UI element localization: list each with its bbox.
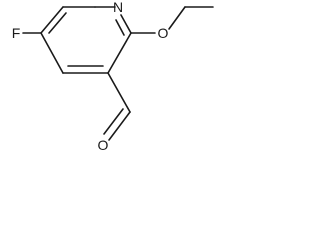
bond-ring-n-c2 bbox=[120, 14, 132, 34]
chemical-structure-diagram: N F O O bbox=[12, 0, 214, 153]
atom-label-aldehyde-oxygen: O bbox=[98, 137, 109, 153]
bond-ring-c5-c6-inner bbox=[48, 12, 67, 34]
bond-ring-n-c2-inner bbox=[115, 19, 125, 36]
atom-label-ether-oxygen: O bbox=[158, 25, 169, 41]
atom-label-fluorine: F bbox=[12, 25, 21, 41]
bond-ether-oxygen-ch2 bbox=[168, 6, 186, 30]
bond-ring-c5-c6 bbox=[40, 6, 64, 34]
bond-carbonyl-oxygen bbox=[108, 111, 131, 141]
bond-carbonyl-oxygen-inner bbox=[103, 108, 124, 135]
bond-ring-c4-c5 bbox=[40, 32, 64, 74]
atom-label-nitrogen: N bbox=[113, 0, 123, 15]
bond-ring-c2-c3 bbox=[107, 32, 132, 74]
bond-c3-carbonyl bbox=[107, 72, 131, 113]
